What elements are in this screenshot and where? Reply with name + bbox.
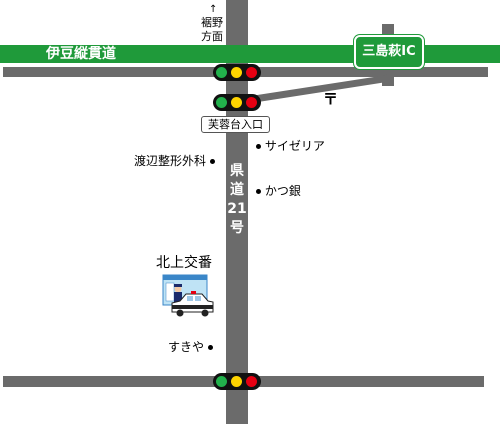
- traffic-light-top: [213, 64, 261, 81]
- expressway-label: 伊豆縦貫道: [46, 46, 116, 62]
- interchange-label: 三島萩IC: [362, 44, 416, 59]
- landmark-watanabe-clinic: 渡辺整形外科: [134, 154, 215, 168]
- red-lamp-icon: [246, 67, 257, 78]
- landmark-sukiya: すきや: [168, 340, 213, 354]
- post-office-icon: 〒: [323, 90, 339, 108]
- entrance-label: 芙蓉台入口: [201, 116, 270, 133]
- landmark-label: サイゼリア: [264, 139, 325, 153]
- green-lamp-icon: [216, 376, 227, 387]
- route-label: 県 道 21 号: [227, 162, 247, 238]
- location-dot-icon: [256, 189, 261, 194]
- red-lamp-icon: [246, 376, 257, 387]
- route-label-char: 21: [227, 201, 247, 217]
- direction-label-line2: 方面: [201, 30, 223, 43]
- route-label-char: 道: [230, 182, 244, 198]
- landmark-katsugin: かつ銀: [256, 184, 301, 198]
- police-box-icon: [162, 274, 214, 317]
- direction-arrow: ↑: [209, 4, 218, 15]
- route-label-char: 号: [230, 220, 244, 236]
- landmark-label: 渡辺整形外科: [134, 154, 207, 168]
- yellow-lamp-icon: [231, 376, 242, 387]
- police-box-label: 北上交番: [156, 255, 212, 271]
- green-lamp-icon: [216, 97, 227, 108]
- traffic-light-middle: [213, 94, 261, 111]
- landmark-label: かつ銀: [264, 184, 301, 198]
- yellow-lamp-icon: [231, 97, 242, 108]
- location-dot-icon: [209, 159, 215, 164]
- landmark-label: すきや: [168, 340, 205, 354]
- landmark-saizeriya: サイゼリア: [256, 139, 325, 153]
- yellow-lamp-icon: [231, 67, 242, 78]
- green-lamp-icon: [216, 67, 227, 78]
- route-label-char: 県: [230, 163, 244, 179]
- traffic-light-bottom: [213, 373, 261, 390]
- location-dot-icon: [256, 144, 261, 149]
- interchange-badge: 三島萩IC: [354, 35, 424, 69]
- location-dot-icon: [207, 345, 213, 350]
- red-lamp-icon: [246, 97, 257, 108]
- direction-label-line1: 裾野: [201, 16, 223, 29]
